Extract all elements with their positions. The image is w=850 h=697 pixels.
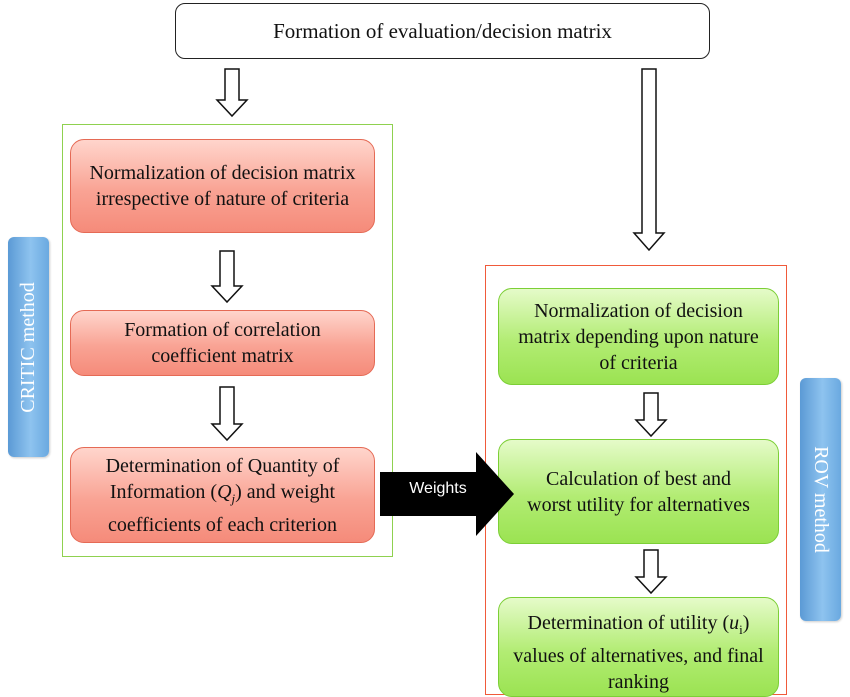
q-symbol: Q — [217, 480, 232, 503]
critic-method-label: CRITIC method — [17, 281, 40, 413]
rov-step-3-line1: Determination of utility — [527, 612, 718, 634]
critic-step-correlation: Formation of correlation coefficient mat… — [70, 310, 375, 376]
top-box-evaluation-matrix: Formation of evaluation/decision matrix — [175, 3, 710, 59]
arrow-down-icon — [210, 386, 244, 442]
critic-step-3-part-a: Determination of Quantity of Information… — [105, 454, 340, 503]
arrow-down-icon — [634, 549, 668, 595]
rov-step-3-open: ( — [722, 612, 730, 634]
weights-label: Weights — [409, 480, 467, 497]
critic-step-2-text: Formation of correlation coefficient mat… — [124, 319, 321, 367]
critic-step-normalization: Normalization of decision matrix irrespe… — [70, 139, 375, 233]
u-subscript-i: i — [739, 622, 743, 637]
arrow-down-icon — [210, 250, 244, 304]
critic-step-3-part-b: ) and weight coefficients of each criter… — [108, 480, 337, 536]
rov-step-normalization: Normalization of decision matrix dependi… — [498, 288, 779, 385]
rov-method-label: ROV method — [810, 446, 833, 553]
arrow-down-icon — [632, 68, 666, 252]
rov-step-1-text: Normalization of decision matrix dependi… — [518, 299, 759, 374]
q-subscript-j: j — [231, 490, 236, 506]
rov-step-3-text: Determination of utility (ui) values of … — [509, 610, 768, 695]
rov-step-utility-ranking: Determination of utility (ui) values of … — [498, 597, 779, 697]
u-symbol: u — [729, 612, 740, 634]
arrow-down-icon — [215, 68, 249, 118]
critic-group-border — [62, 124, 393, 557]
rov-step-2-text: Calculation of best and worst utility fo… — [527, 467, 750, 516]
critic-step-quantity-information: Determination of Quantity of Information… — [70, 447, 375, 543]
rov-method-tab: ROV method — [800, 378, 841, 621]
arrow-down-icon — [634, 392, 668, 438]
weights-arrow-icon — [380, 452, 514, 536]
top-box-label: Formation of evaluation/decision matrix — [273, 18, 612, 43]
rov-step-best-worst-utility: Calculation of best and worst utility fo… — [498, 439, 779, 544]
critic-method-tab: CRITIC method — [8, 237, 49, 457]
critic-step-3-text: Determination of Quantity of Information… — [81, 453, 364, 538]
critic-step-1-text: Normalization of decision matrix irrespe… — [89, 162, 356, 210]
